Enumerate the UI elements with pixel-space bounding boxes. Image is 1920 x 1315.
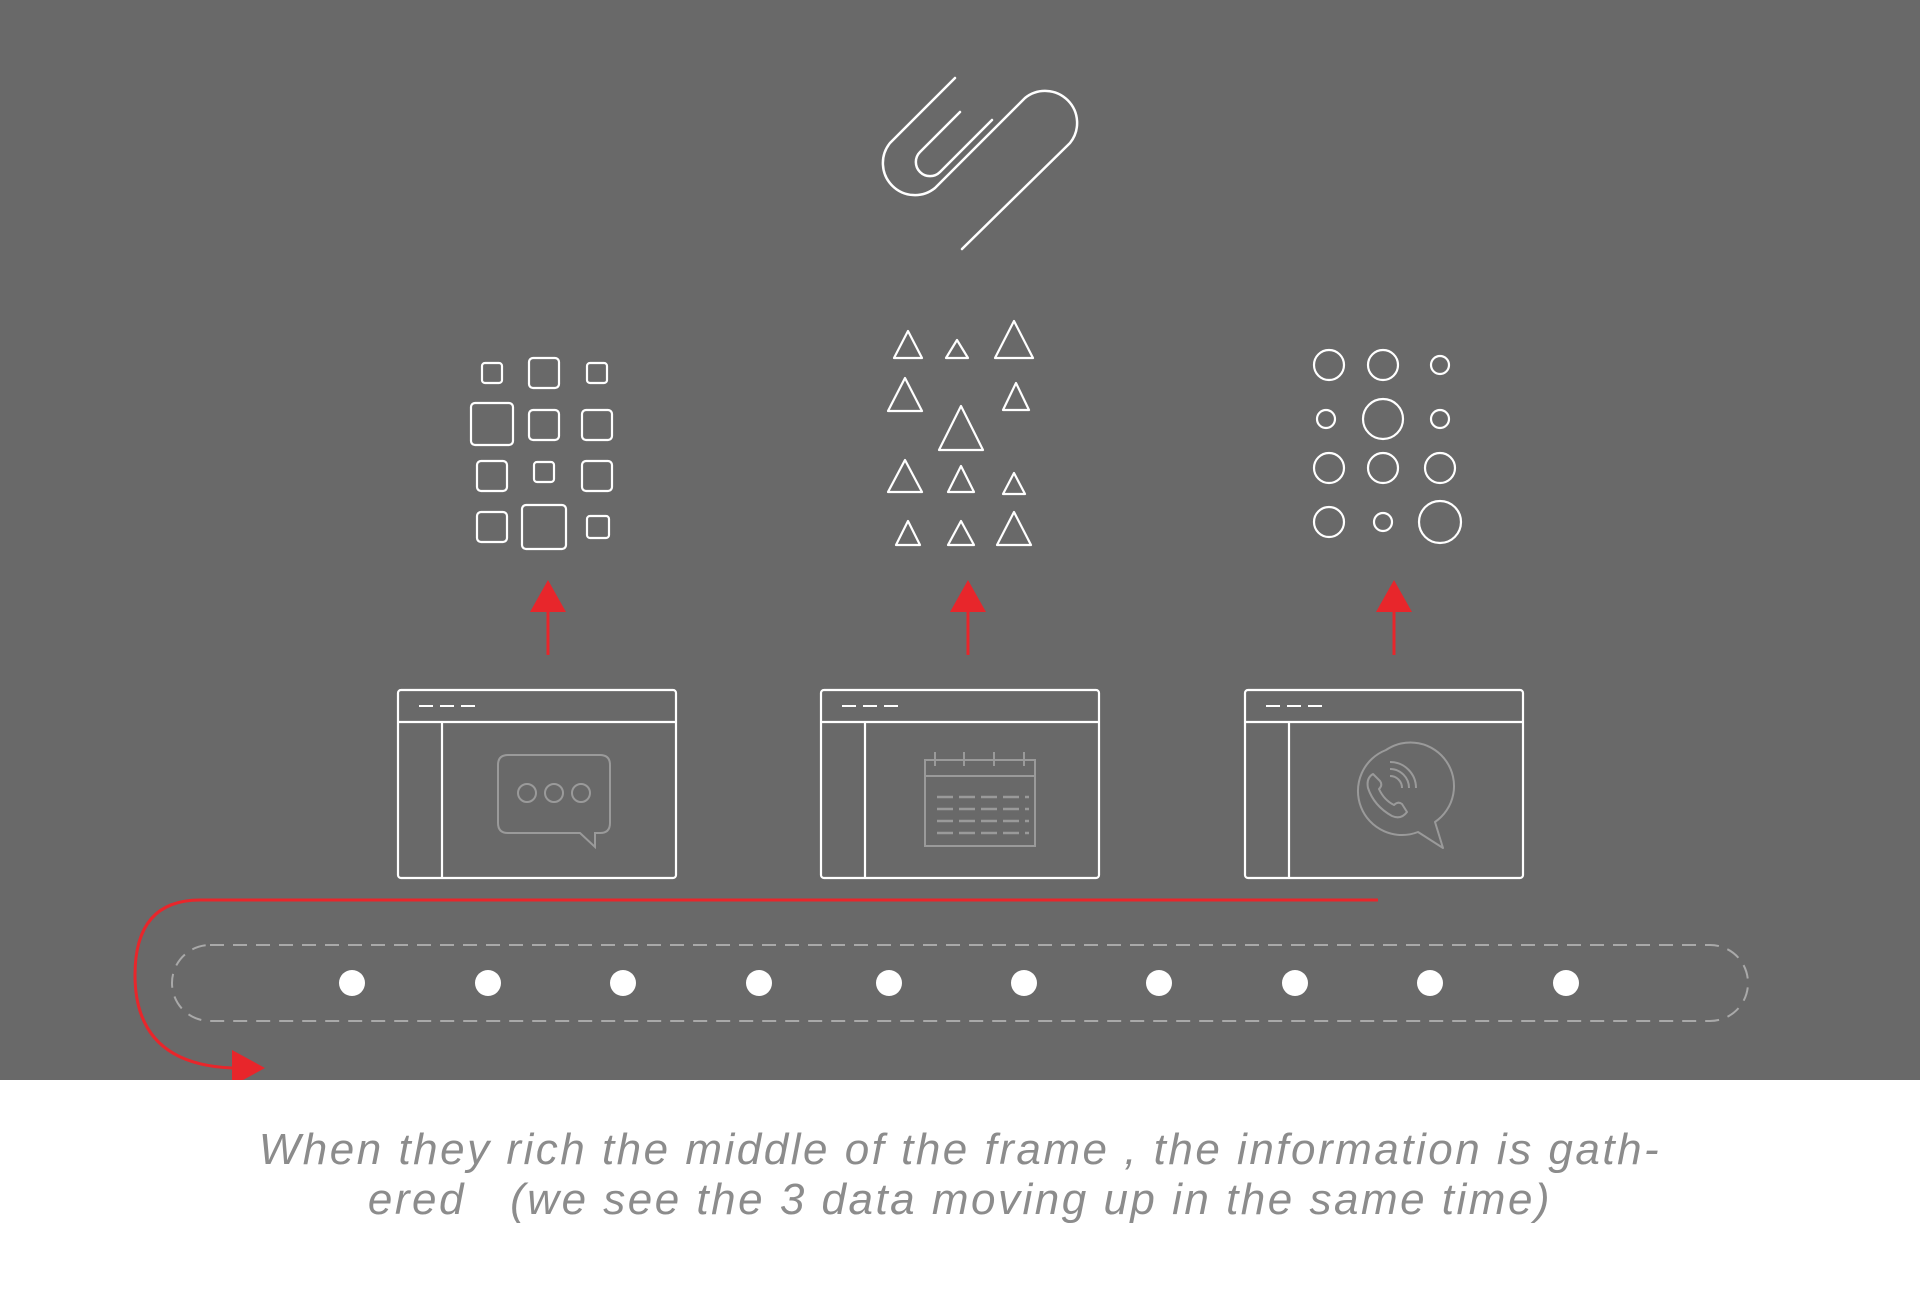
triangles-data-icon	[886, 319, 1035, 547]
app-window-chat	[396, 688, 678, 880]
up-arrow-1	[530, 580, 566, 655]
up-arrow-2	[950, 580, 986, 655]
diagram-canvas	[0, 0, 1920, 1080]
paperclip-icon	[881, 76, 1079, 251]
app-window-phone	[1243, 688, 1525, 880]
loop-arrow	[133, 898, 1378, 1080]
belt-dots	[339, 970, 1579, 996]
up-arrow-3	[1376, 580, 1412, 655]
caption-line-1: When they rich the middle of the frame ,…	[258, 1125, 1662, 1174]
app-window-calendar	[819, 688, 1101, 880]
squares-data-icon	[469, 356, 614, 551]
conveyor-belt	[171, 944, 1749, 1022]
calendar-icon	[924, 752, 1036, 847]
circles-data-icon	[1312, 348, 1463, 545]
caption: When they rich the middle of the frame ,…	[0, 1125, 1920, 1225]
caption-line-2: ered (we see the 3 data moving up in the…	[367, 1175, 1553, 1224]
phone-call-icon	[1356, 741, 1456, 849]
chat-bubble-icon	[497, 754, 611, 850]
